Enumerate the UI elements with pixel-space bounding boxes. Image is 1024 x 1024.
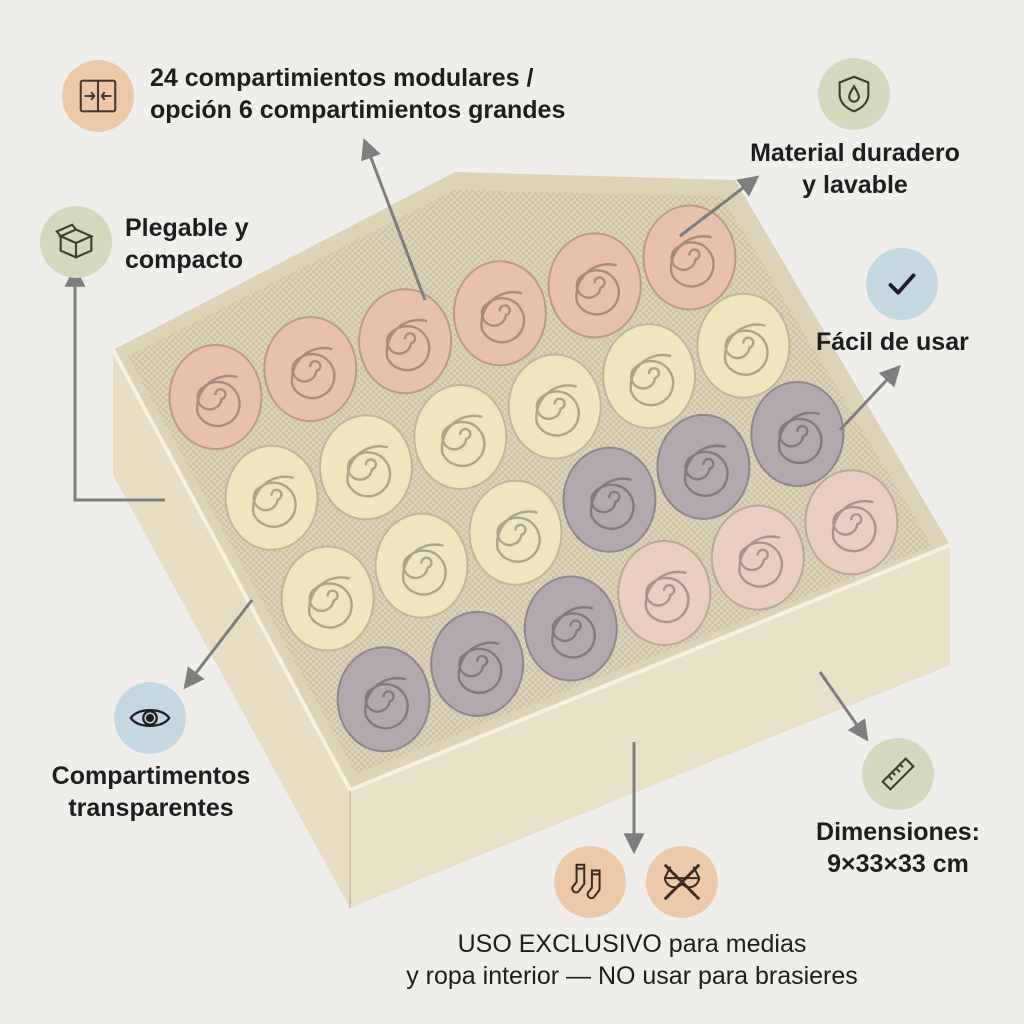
rolled-garment xyxy=(710,504,805,611)
rolled-garment xyxy=(374,512,469,619)
rolled-garment xyxy=(468,479,563,586)
arrow-easy xyxy=(838,364,901,432)
box-icon xyxy=(40,206,112,278)
checkmark-icon xyxy=(866,248,938,320)
ruler-icon xyxy=(862,738,934,810)
foldable-label: Plegable y compacto xyxy=(125,214,249,274)
rolled-garment xyxy=(358,288,453,395)
rolled-garment xyxy=(413,383,508,490)
shield-drop-icon xyxy=(818,58,890,130)
rolled-garment xyxy=(750,380,845,487)
rolled-garment xyxy=(804,469,899,576)
transparent-label: Compartimentos transparentes xyxy=(51,762,251,822)
split-arrows-icon xyxy=(62,60,134,132)
rolled-garment xyxy=(168,344,263,451)
arrow-transparent xyxy=(183,599,254,690)
arrow-dimensions xyxy=(818,671,869,742)
dimensions-label: Dimensiones: 9×33×33 cm xyxy=(816,818,980,878)
rolled-garment xyxy=(696,292,791,399)
easy-label: Fácil de usar xyxy=(816,328,969,356)
rolled-garment xyxy=(224,444,319,551)
organizer-box-right-wall xyxy=(350,545,950,908)
rolled-garment xyxy=(523,575,618,682)
rolled-garment xyxy=(602,323,697,430)
rolled-garment xyxy=(642,204,737,311)
rolled-garment xyxy=(507,353,602,460)
rolled-garment xyxy=(263,316,358,423)
eye-icon xyxy=(114,682,186,754)
rolled-garment xyxy=(617,540,712,647)
rolled-garment xyxy=(336,646,431,753)
material-label: Material duradero y lavable xyxy=(750,139,960,199)
rolled-garment xyxy=(656,413,751,520)
arrow-compartments xyxy=(361,138,427,301)
rolled-garment xyxy=(318,414,413,521)
socks-icon xyxy=(554,846,626,918)
crossed-bra-icon xyxy=(646,846,718,918)
compartments-label: 24 compartimientos modulares / opción 6 … xyxy=(150,64,566,124)
arrow-foldable xyxy=(64,265,165,502)
rolled-garment xyxy=(430,610,525,717)
usage-label: USO EXCLUSIVO para medias y ropa interio… xyxy=(406,930,858,990)
arrow-material xyxy=(679,175,760,238)
rolled-garment xyxy=(547,232,642,339)
rolled-garment xyxy=(452,260,547,367)
rolled-garment xyxy=(562,446,657,553)
rolled-garment xyxy=(280,545,375,652)
